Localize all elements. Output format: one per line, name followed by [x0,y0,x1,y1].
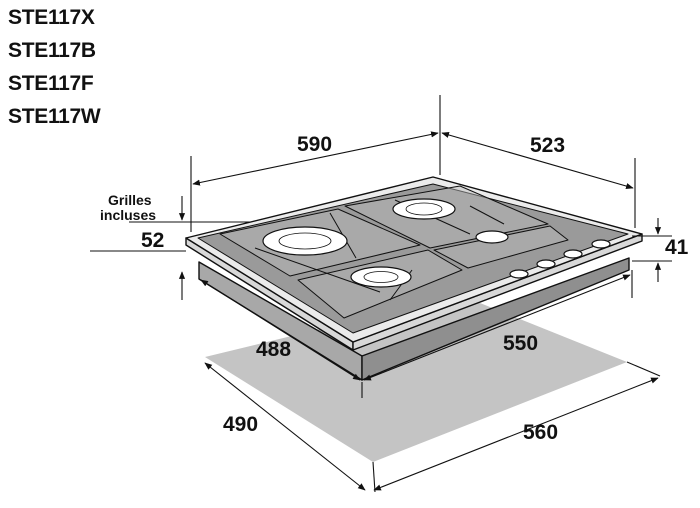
knob [509,269,529,279]
dim-line-560 [373,377,659,491]
dim-52: 52 [141,229,164,252]
burner-back [392,198,456,220]
dim-590: 590 [297,133,332,156]
dim-488: 488 [256,338,291,361]
dim-41: 41 [665,236,689,259]
model-label: STE117W [8,105,101,128]
model-list: STE117X STE117B STE117F STE117W [8,6,101,138]
note-line-1: Grilles [108,192,152,208]
model-label: STE117X [8,6,95,29]
burner-large [262,226,348,256]
dim-line-590 [192,131,439,186]
knob [591,239,611,249]
burner-small [475,230,509,244]
model-label: STE117B [8,39,96,62]
control-knobs [509,239,611,279]
note-line-2: incluses [100,207,156,223]
knob [536,259,556,269]
dim-line-523 [441,131,634,190]
dim-560: 560 [523,421,558,444]
model-label: STE117F [8,72,94,95]
dim-550: 550 [503,332,538,355]
dim-523: 523 [530,134,565,157]
burner-front [350,266,412,288]
knob [563,249,583,259]
dim-490: 490 [223,413,258,436]
dim-line-490 [204,362,366,491]
dim-line-550 [363,274,631,381]
